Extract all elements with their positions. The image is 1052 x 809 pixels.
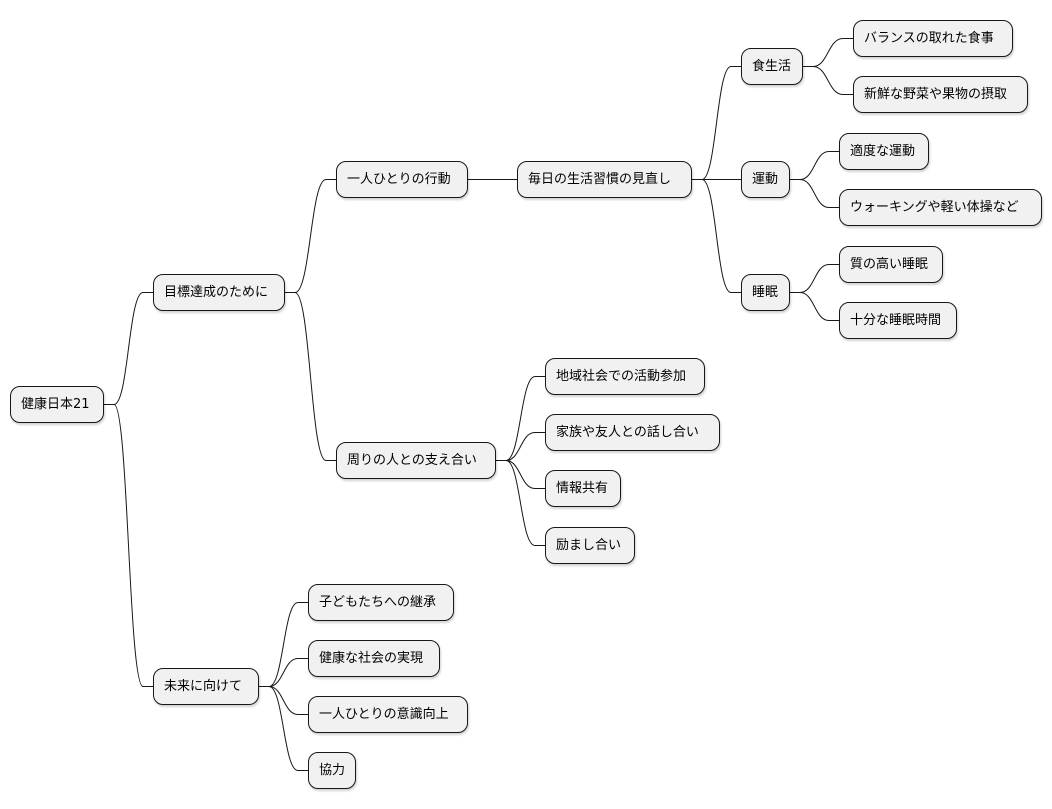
individual-action-node: 一人ひとりの行動 [336, 161, 468, 198]
edge-connector [259, 602, 308, 687]
diet-leaf-node: 新鮮な野菜や果物の摂取 [853, 76, 1028, 113]
exercise-leaf-node: ウォーキングや軽い体操など [839, 189, 1042, 226]
edge-connector [259, 686, 308, 715]
diet-leaf-node: バランスの取れた食事 [853, 20, 1013, 57]
edge-connector [790, 264, 839, 293]
goal-node: 目標達成のために [153, 274, 285, 311]
support-leaf-node: 情報共有 [545, 470, 621, 507]
lifestyle-review-node: 毎日の生活習慣の見直し [517, 161, 692, 198]
edge-connector [285, 292, 336, 461]
edge-connector [790, 179, 839, 208]
edge-connector [496, 460, 545, 489]
support-leaf-node: 家族や友人との話し合い [545, 414, 720, 451]
edge-connector [803, 38, 853, 67]
exercise-node: 運動 [741, 161, 790, 198]
edge-connector [692, 66, 741, 180]
future-node: 未来に向けて [153, 668, 259, 705]
mutual-support-node: 周りの人との支え合い [336, 442, 496, 479]
edge-connector [496, 432, 545, 461]
root-node: 健康日本21 [10, 386, 104, 423]
edge-connector [790, 151, 839, 180]
edge-connector [803, 66, 853, 95]
edge-connector [104, 404, 153, 687]
future-leaf-node: 子どもたちへの継承 [308, 584, 454, 621]
future-leaf-node: 健康な社会の実現 [308, 640, 440, 677]
edge-connector [790, 292, 839, 321]
diet-node: 食生活 [741, 48, 803, 85]
edge-connector [104, 292, 153, 405]
sleep-leaf-node: 十分な睡眠時間 [839, 302, 957, 339]
support-leaf-node: 励まし合い [545, 527, 635, 564]
edge-connector [496, 376, 545, 461]
edge-connector [259, 658, 308, 687]
future-leaf-node: 協力 [308, 752, 356, 789]
future-leaf-node: 一人ひとりの意識向上 [308, 696, 468, 733]
sleep-node: 睡眠 [741, 274, 790, 311]
support-leaf-node: 地域社会での活動参加 [545, 358, 705, 395]
edge-connector [259, 686, 308, 771]
exercise-leaf-node: 適度な運動 [839, 133, 929, 170]
edge-connector [692, 179, 741, 293]
sleep-leaf-node: 質の高い睡眠 [839, 246, 943, 283]
edge-connector [496, 460, 545, 546]
edge-connector [285, 179, 336, 293]
